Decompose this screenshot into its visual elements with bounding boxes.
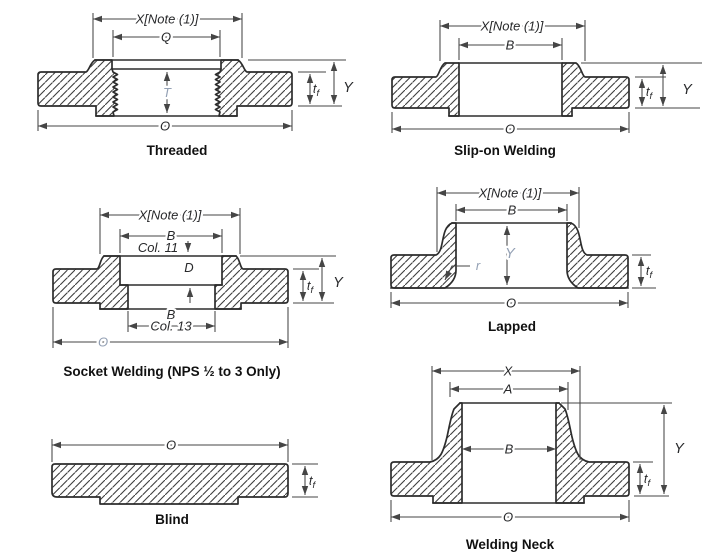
reference-line [561, 402, 672, 497]
threaded-flange-right-section [214, 59, 293, 117]
lapped-flange-right-section [566, 222, 629, 289]
slip-on-flange-left-section [391, 62, 460, 117]
lapped-diagram: X[Note (1)] B Y r O tf Lapped [390, 183, 656, 334]
socket-flange-left-section [52, 255, 129, 310]
socket-label-col13: Col. 13 [150, 319, 192, 334]
socket-label-y: Y [333, 275, 344, 291]
welding-neck-left-section [390, 402, 463, 504]
reference-line [248, 59, 346, 107]
caption-lapped: Lapped [488, 319, 536, 334]
caption-socket-welding: Socket Welding (NPS ½ to 3 Only) [63, 364, 280, 379]
lapped-label-x: X[Note (1)] [478, 186, 542, 201]
socket-label-tf: tf [307, 278, 315, 296]
caption-welding-neck: Welding Neck [466, 537, 555, 552]
reference-line [632, 254, 656, 289]
welding-neck-label-b: B [505, 442, 514, 457]
socket-label-d: D [184, 260, 193, 275]
threaded-label-o: O [160, 119, 170, 134]
lapped-label-b: B [508, 203, 517, 218]
extension-line [436, 187, 580, 252]
threaded-label-tf: tf [313, 81, 321, 99]
caption-blind: Blind [155, 512, 189, 527]
slip-on-label-y: Y [682, 82, 693, 98]
threaded-flange-left-section [37, 59, 119, 117]
welding-neck-right-section [555, 402, 630, 504]
blind-diagram: O tf Blind [51, 435, 319, 527]
welding-neck-label-a: A [503, 382, 513, 397]
socket-label-b-top: B [167, 228, 176, 243]
socket-welding-diagram: X[Note (1)] B Col. 11 D B Col. 13 O tf Y… [52, 205, 346, 379]
extension-line [458, 38, 563, 60]
blind-label-o: O [166, 438, 176, 453]
lapped-radius-leader [444, 265, 470, 281]
welding-neck-label-o: O [503, 510, 513, 525]
lapped-label-o: O [506, 296, 516, 311]
welding-neck-label-tf: tf [644, 471, 652, 489]
reference-line [240, 255, 336, 304]
socket-flange-right-section [214, 255, 289, 310]
threaded-label-y: Y [343, 80, 354, 96]
slip-on-label-o: O [505, 122, 515, 137]
reference-line [292, 463, 318, 498]
slip-on-label-x: X[Note (1)] [480, 19, 544, 34]
welding-neck-diagram: X A B O tf Y Welding Neck [390, 361, 687, 552]
slip-on-label-b: B [506, 38, 515, 53]
blind-flange-body [51, 463, 289, 505]
lapped-label-tf: tf [646, 263, 654, 281]
slip-on-label-tf: tf [646, 84, 654, 102]
lapped-label-r: r [476, 258, 481, 273]
threaded-label-q: Q [161, 30, 171, 45]
socket-label-col11: Col. 11 [138, 240, 178, 255]
caption-threaded: Threaded [147, 143, 208, 158]
welding-neck-label-x: X [503, 364, 514, 379]
threaded-label-t: T [163, 85, 172, 100]
threaded-label-x: X[Note (1)] [135, 12, 199, 27]
caption-slip-on: Slip-on Welding [454, 143, 556, 158]
lapped-label-y: Y [505, 246, 516, 262]
welding-neck-label-y: Y [674, 441, 685, 457]
slip-on-diagram: X[Note (1)] B O tf Y Slip-on Welding [391, 16, 702, 158]
socket-label-b-bottom: B [167, 307, 176, 322]
threaded-diagram: X[Note (1)] Q T O tf Y Threaded [37, 9, 356, 158]
socket-label-x: X[Note (1)] [138, 208, 202, 223]
slip-on-flange-right-section [561, 62, 630, 117]
blind-label-tf: tf [309, 473, 317, 491]
extension-line [431, 366, 581, 460]
socket-label-o: O [98, 335, 108, 350]
